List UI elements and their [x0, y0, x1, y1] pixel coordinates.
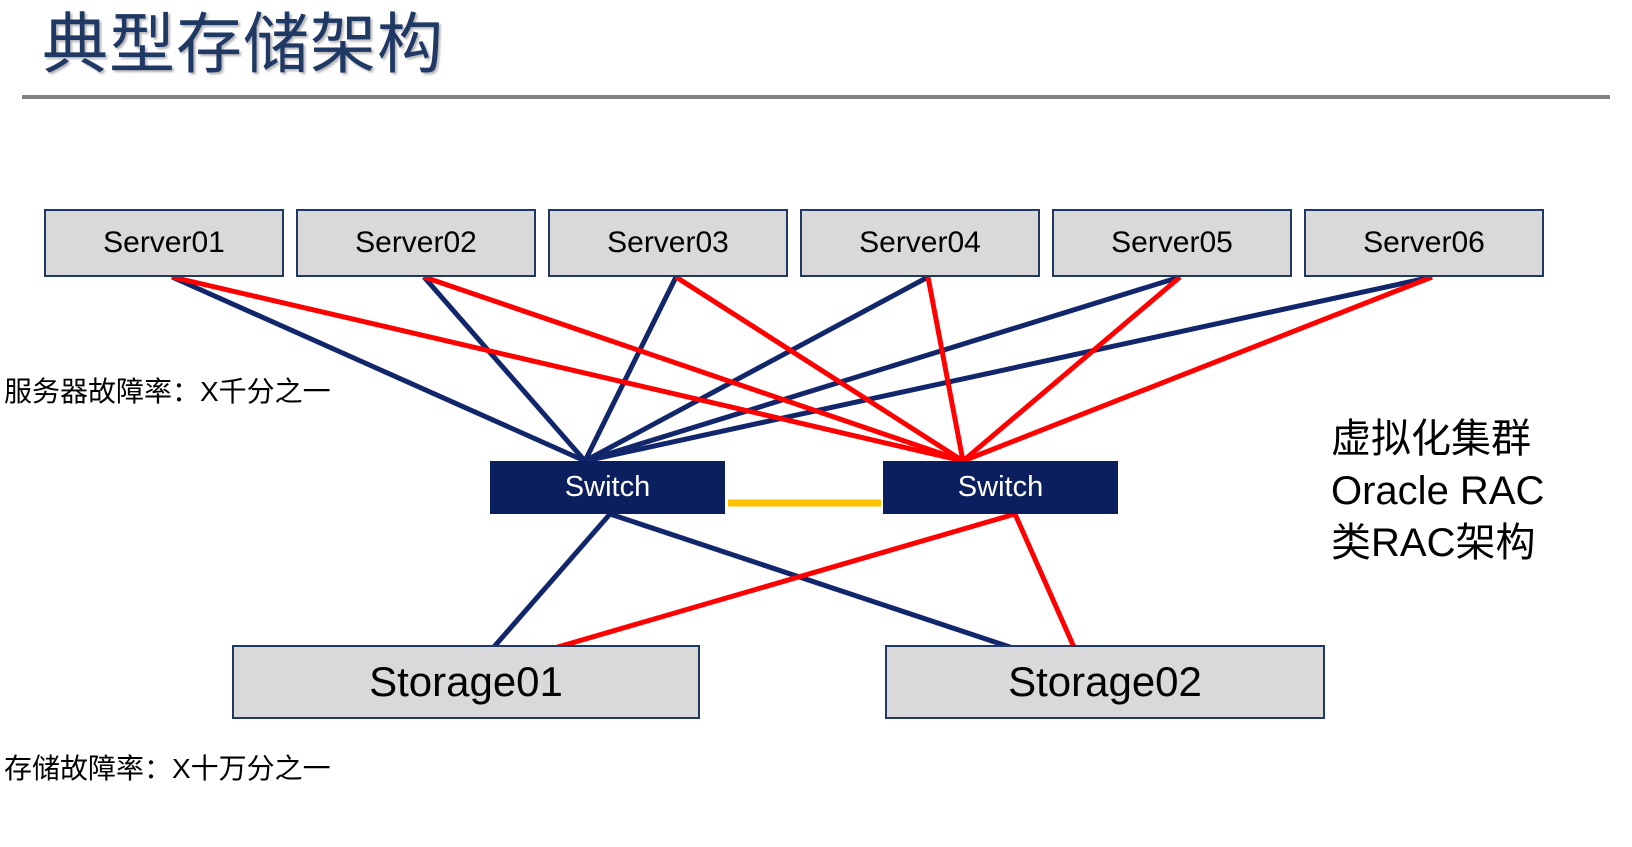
server-node-3[interactable]: Server03	[548, 209, 788, 277]
server-node-1[interactable]: Server01	[44, 209, 284, 277]
title-divider	[22, 95, 1610, 99]
server-node-5-label: Server05	[1111, 226, 1233, 259]
link-server-to-left-switch-2	[422, 275, 587, 463]
link-server-to-left-switch-5	[584, 274, 1181, 464]
storage-failure-rate-label: 存储故障率：X十万分之一	[4, 753, 331, 784]
switch-node-1[interactable]: Switch	[490, 461, 725, 514]
cluster-annotation: 虚拟化集群 Oracle RAC 类RAC架构	[1331, 413, 1544, 569]
cluster-annotation-line-3: 类RAC架构	[1331, 521, 1536, 565]
link-server-to-right-switch-3	[674, 274, 965, 464]
server-node-4[interactable]: Server04	[800, 209, 1040, 277]
cluster-annotation-line-2: Oracle RAC	[1331, 469, 1545, 513]
link-server-to-right-switch-1	[171, 274, 964, 464]
server-node-6[interactable]: Server06	[1304, 209, 1544, 277]
cluster-annotation-line-1: 虚拟化集群	[1331, 417, 1531, 461]
links-server-to-right-switch	[171, 274, 1433, 464]
storage-node-2-label: Storage02	[1008, 658, 1202, 705]
link-server-to-right-switch-6	[962, 274, 1433, 464]
server-node-5[interactable]: Server05	[1052, 209, 1292, 277]
switch-node-2-label: Switch	[957, 471, 1044, 503]
link-server-to-right-switch-2	[423, 274, 964, 464]
server-failure-rate-label: 服务器故障率：X千分之一	[4, 376, 331, 407]
link-server-to-left-switch-1	[170, 274, 587, 464]
links-server-to-left-switch	[170, 274, 1433, 464]
server-node-3-label: Server03	[607, 226, 729, 259]
switch-node-2[interactable]: Switch	[883, 461, 1118, 514]
link-server-to-right-switch-4	[925, 276, 966, 462]
storage-node-2[interactable]: Storage02	[885, 645, 1325, 719]
server-node-2-label: Server02	[355, 226, 477, 259]
server-node-4-label: Server04	[859, 226, 981, 259]
server-node-1-label: Server01	[103, 226, 225, 259]
page-title: 典型存储架构	[42, 7, 444, 81]
server-node-2[interactable]: Server02	[296, 209, 536, 277]
link-server-to-left-switch-4	[583, 274, 930, 464]
storage-node-1-label: Storage01	[369, 658, 563, 705]
link-server-to-right-switch-5	[961, 275, 1182, 463]
server-node-6-label: Server06	[1363, 226, 1485, 259]
storage-node-1[interactable]: Storage01	[232, 645, 700, 719]
link-server-to-left-switch-6	[584, 274, 1433, 464]
link-server-to-left-switch-3	[582, 275, 679, 463]
switch-node-1-label: Switch	[564, 471, 651, 503]
